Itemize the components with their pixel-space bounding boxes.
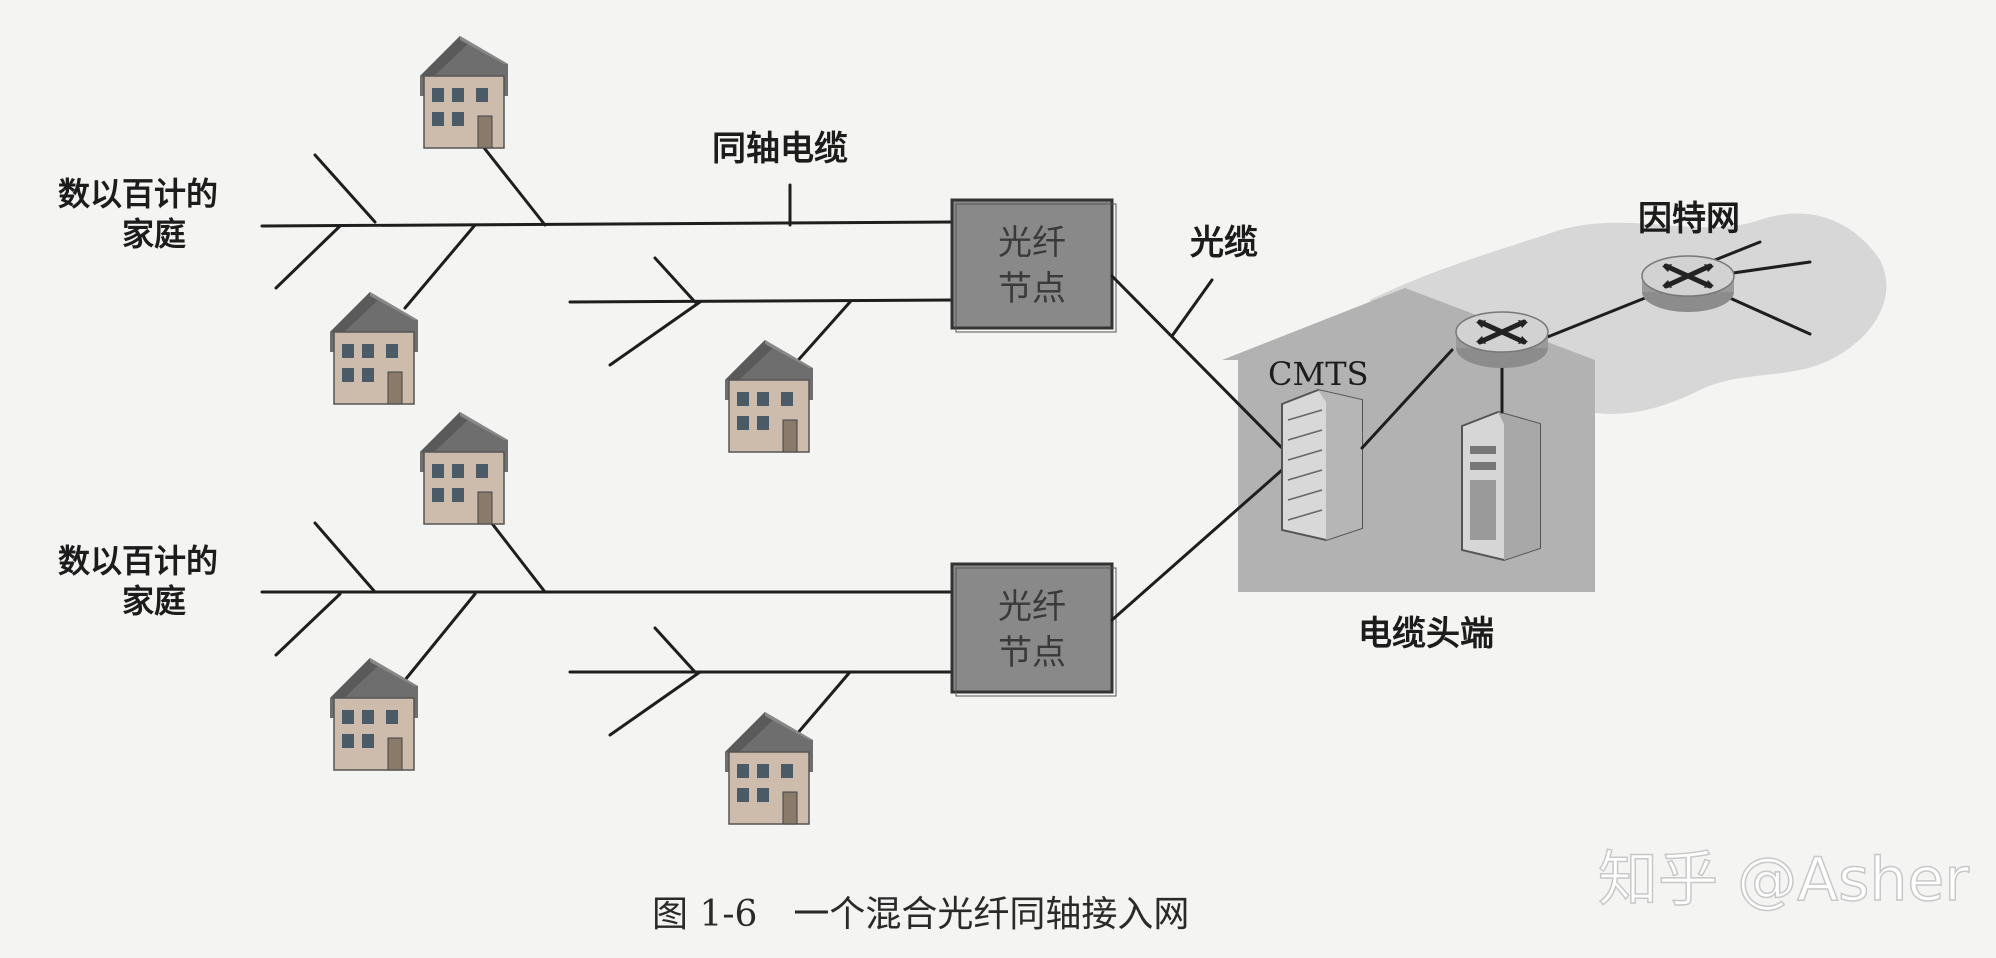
server-icon [1461, 410, 1541, 562]
house-icon [329, 657, 419, 771]
homes-label-top-line1: 数以百计的 [58, 175, 218, 213]
fiber-cables [1110, 274, 1284, 622]
fiber-node-label-2: 节点 [998, 633, 1066, 673]
cmts-rack-icon [1281, 388, 1363, 542]
homes-label-bottom-line1: 数以百计的 [58, 542, 218, 580]
fiber-node-top: 光纤 节点 [950, 198, 1117, 333]
fiber-node-label-2: 节点 [998, 269, 1066, 309]
homes-label-top-line2: 家庭 [122, 215, 186, 253]
house-icon [419, 35, 509, 149]
headend-label: 电缆头端 [1358, 614, 1494, 654]
fiber-node-label-1: 光纤 [998, 223, 1066, 263]
internet-label: 因特网 [1638, 199, 1740, 239]
fiber-node-bottom: 光纤 节点 [950, 562, 1117, 697]
router-icon [1642, 256, 1734, 312]
coax-label: 同轴电缆 [712, 129, 848, 169]
cmts-label: CMTS [1268, 355, 1369, 393]
house-icon [419, 411, 509, 525]
homes-label-bottom-line2: 家庭 [122, 582, 186, 620]
top-neighborhood [260, 128, 957, 377]
watermark: 知乎 @Asher [1598, 845, 1969, 915]
fiber-cable-label: 光缆 [1190, 223, 1258, 263]
figure-caption: 图 1-6 一个混合光纤同轴接入网 [652, 894, 1189, 935]
router-icon [1456, 312, 1548, 368]
fiber-node-label-1: 光纤 [998, 587, 1066, 627]
